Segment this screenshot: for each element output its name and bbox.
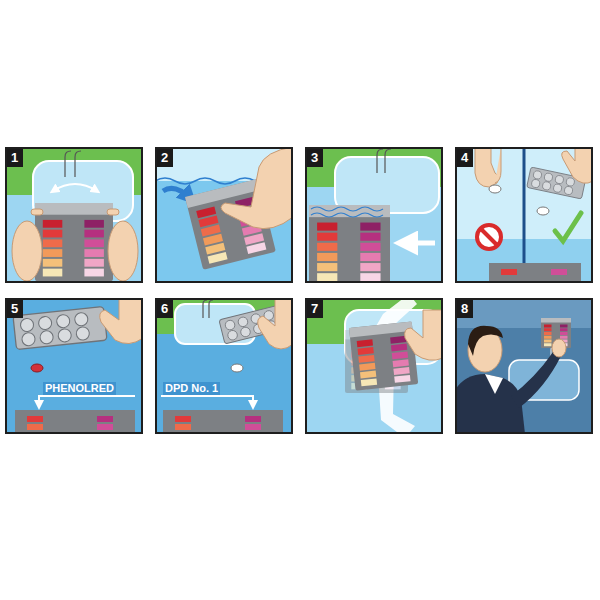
panel-5-art-part-part <box>15 410 135 434</box>
panel-7-art <box>305 294 443 438</box>
panel-4-art-part-part <box>551 269 567 275</box>
panel-3-art-part <box>305 147 443 283</box>
panel-4-art-part-part <box>481 229 497 245</box>
panel-2-art <box>155 147 295 283</box>
tablet-name: PHENOLRED <box>43 382 116 395</box>
panel-1-art-part-part <box>53 184 97 191</box>
panel-1-art-part-part <box>5 147 143 283</box>
panel-4-art-part-part <box>477 225 501 249</box>
step-panel: 1 <box>5 147 143 283</box>
step-number: 7 <box>307 300 323 318</box>
panel-6-art-part-part <box>175 416 191 422</box>
panel-6-art-part <box>155 298 293 434</box>
panel-4-art-part-part <box>501 269 517 275</box>
panel-1-art-part-part <box>107 209 119 215</box>
step-panel: 6DPD No. 1 <box>155 298 293 434</box>
panel-5-art-part-part <box>31 364 43 372</box>
step-panel: 5PHENOLRED <box>5 298 143 434</box>
panel-4-art-part-part <box>455 147 593 283</box>
step-number: 6 <box>157 300 173 318</box>
panel-5-art-part-part <box>27 416 43 422</box>
panel-5-art-part-part <box>27 424 43 430</box>
panel-2-art-part-part <box>155 147 293 283</box>
panel-4-art <box>455 147 593 287</box>
panel-5-art-part-part <box>97 416 113 422</box>
panel-4-art-part <box>455 147 593 283</box>
step-number: 8 <box>457 300 473 318</box>
panel-5-art <box>5 298 143 440</box>
panel-6-art-part-part <box>258 298 293 349</box>
panel-1-art-part-part <box>35 203 113 281</box>
step-number: 4 <box>457 149 473 167</box>
panel-8-art-part-part <box>455 374 525 434</box>
step-number: 5 <box>7 300 23 318</box>
panel-1-art-part-part <box>31 209 43 215</box>
panel-5-art-part-part <box>97 424 113 430</box>
panel-5-art-part-part <box>39 396 135 406</box>
panel-5-art-part-part <box>100 298 143 344</box>
panel-3-art <box>305 147 443 286</box>
step-number: 2 <box>157 149 173 167</box>
panel-6-art-part-part <box>203 300 213 318</box>
step-panel: 2 <box>155 147 293 283</box>
panel-2-art-part <box>155 147 293 283</box>
step-panel: 7 <box>305 298 443 434</box>
panel-3-art-part-part <box>309 205 390 283</box>
panel-8-art-part-part <box>455 298 593 434</box>
panel-2-art-part-part <box>221 147 293 229</box>
panel-8-art <box>455 298 593 434</box>
panel-8-art-part-part <box>455 298 593 328</box>
panel-4-art-part-part <box>555 213 581 241</box>
step-panel: 4 <box>455 147 593 283</box>
panel-1-art-part-part <box>12 221 42 281</box>
tablet-name: DPD No. 1 <box>163 382 220 395</box>
panel-6-art-part-part <box>245 424 261 430</box>
panel-6-art-part-part <box>175 424 191 430</box>
panel-6-art-part-part <box>163 410 283 434</box>
panel-4-art-part-part <box>489 185 501 193</box>
panel-6-art-part-part <box>245 416 261 422</box>
panel-8-art-part-part <box>511 352 561 408</box>
panel-6-art-part-part <box>231 364 243 372</box>
panel-5-art-part <box>5 298 143 434</box>
panel-4-art-part-part <box>475 147 499 187</box>
step-panel: 8 <box>455 298 593 434</box>
panel-7-art-part-part <box>305 298 443 434</box>
panel-5-art-part-part <box>13 306 107 349</box>
panel-3-art-part-part <box>311 207 383 217</box>
panel-4-art-part-part <box>489 263 581 283</box>
panel-1-art-part <box>5 147 143 283</box>
panel-6-art-part-part <box>161 396 253 406</box>
panel-6-art <box>155 298 293 440</box>
step-panel: 3 <box>305 147 443 283</box>
panel-1-art-part-part <box>108 221 138 281</box>
panel-7-art-part <box>305 298 443 434</box>
panel-8-art-part-part <box>468 326 503 356</box>
panel-8-art-part-part <box>485 374 503 394</box>
step-number: 3 <box>307 149 323 167</box>
panel-4-art-part-part <box>523 147 526 283</box>
panel-4-art-part-part <box>495 147 501 183</box>
panel-3-art-part-part <box>403 241 435 246</box>
panel-3-art-part-part <box>335 157 439 213</box>
panel-4-art-part-part <box>562 147 593 183</box>
panel-4-art-part-part <box>537 207 549 215</box>
panel-3-art-part-part <box>377 149 391 173</box>
panel-7-art-part-part <box>405 310 443 360</box>
panel-1-art <box>5 147 143 283</box>
step-number: 1 <box>7 149 23 167</box>
panel-1-art-part-part <box>65 151 81 177</box>
panel-8-art-part-part <box>552 339 566 357</box>
panel-8-art-part <box>455 298 593 434</box>
